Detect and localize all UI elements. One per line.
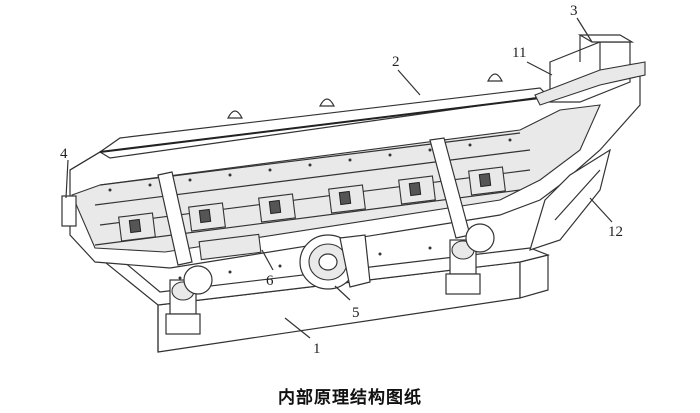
leader-lines — [65, 17, 613, 339]
callout-11: 11 — [512, 45, 526, 61]
callout-2: 2 — [392, 54, 400, 70]
drive-shaft — [198, 233, 262, 261]
callout-12: 12 — [608, 224, 623, 240]
callout-3: 3 — [570, 3, 578, 19]
isolator-feet — [165, 223, 495, 335]
discharge-plate — [529, 148, 611, 251]
motor — [299, 234, 371, 290]
callout-1: 1 — [313, 341, 321, 357]
callout-5: 5 — [352, 305, 360, 321]
exciter-units — [118, 166, 506, 242]
feed-hopper — [534, 34, 646, 106]
mechanical-drawing: 1 2 3 4 5 6 11 12 — [60, 3, 646, 357]
callout-6: 6 — [266, 273, 274, 289]
callout-4: 4 — [60, 146, 68, 162]
figure-caption: 内部原理结构图纸 — [278, 388, 422, 408]
inlet-box — [61, 195, 77, 227]
